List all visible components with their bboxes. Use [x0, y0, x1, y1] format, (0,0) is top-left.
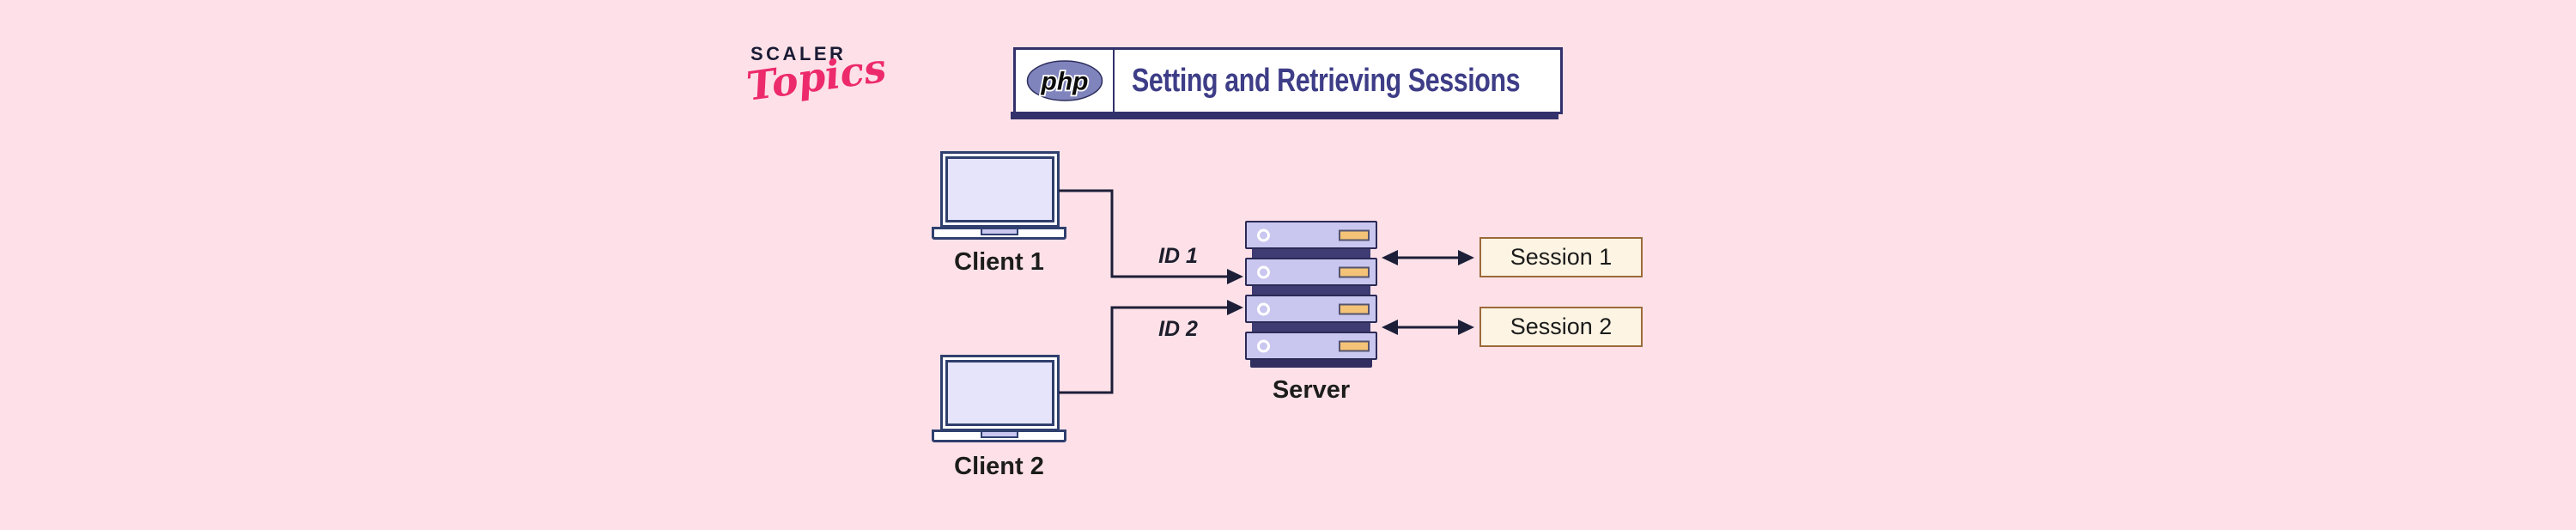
php-logo-cell: php: [1016, 50, 1115, 112]
server-label: Server: [1272, 376, 1351, 404]
banner-title: Setting and Retrieving Sessions: [1132, 62, 1521, 99]
server-led-icon: [1257, 302, 1270, 315]
logo-brand-text: SCALER: [750, 43, 847, 64]
scaler-topics-logo: SCALER Topics: [744, 43, 889, 110]
connection-id1-label: ID 1: [1158, 244, 1198, 268]
server-led-icon: [1257, 265, 1270, 278]
arrowhead-icon: [1382, 250, 1398, 265]
connection-id2-label: ID 2: [1158, 317, 1198, 341]
client1-label: Client 1: [954, 248, 1044, 276]
arrowhead-icon: [1227, 269, 1243, 284]
arrowhead-icon: [1458, 320, 1474, 335]
server-rack-connector: [1252, 249, 1370, 258]
client2-laptop-notch: [980, 430, 1018, 438]
server-rack-unit: [1245, 295, 1377, 323]
server-rack-unit: [1245, 221, 1377, 249]
server-slot-icon: [1339, 229, 1370, 241]
arrowhead-icon: [1227, 300, 1243, 315]
client1-laptop-notch: [980, 228, 1018, 235]
server-rack-unit: [1245, 258, 1377, 286]
title-banner: php Setting and Retrieving Sessions: [1011, 47, 1563, 119]
server-led-icon: [1257, 228, 1270, 241]
server-slot-icon: [1339, 340, 1370, 351]
php-logo-icon: php: [1026, 60, 1103, 101]
server-slot-icon: [1339, 266, 1370, 277]
session1-box: Session 1: [1479, 237, 1643, 277]
server-rack-unit: [1245, 332, 1377, 360]
php-logo-text: php: [1040, 68, 1088, 96]
server-icon: [1245, 221, 1377, 368]
client2-laptop-display: [945, 360, 1054, 426]
server-rack-connector: [1252, 286, 1370, 295]
server-led-icon: [1257, 339, 1270, 352]
client1-laptop-display: [945, 156, 1054, 222]
client2-laptop-icon: [940, 355, 1060, 431]
client2-laptop-base: [932, 429, 1066, 442]
arrowhead-icon: [1382, 320, 1398, 335]
session2-box: Session 2: [1479, 307, 1643, 347]
server-rack-connector: [1252, 323, 1370, 332]
arrowhead-icon: [1458, 250, 1474, 265]
client2-label: Client 2: [954, 453, 1044, 480]
client1-laptop-icon: [940, 151, 1060, 228]
client1-laptop-base: [932, 227, 1066, 240]
server-slot-icon: [1339, 303, 1370, 314]
server-base: [1250, 360, 1372, 368]
